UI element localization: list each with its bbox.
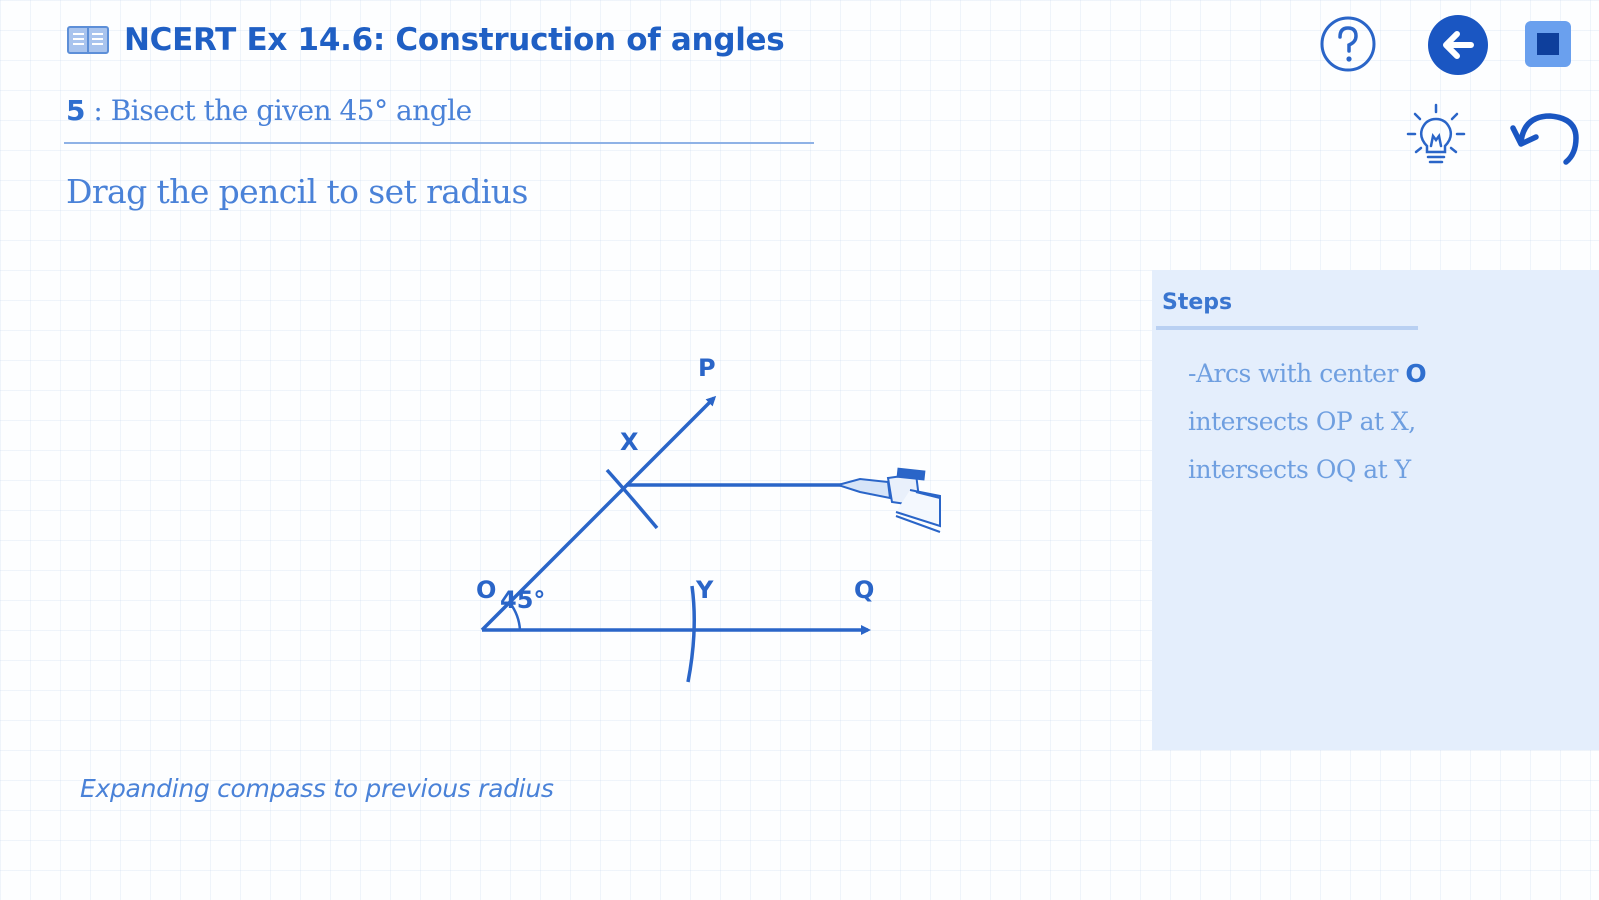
steps-line-1-center: O [1405,359,1427,388]
page-title: NCERT Ex 14.6: Construction of angles [124,22,785,58]
steps-line-2: intersects OP at X, [1188,407,1416,436]
undo-icon [1510,113,1579,165]
label-x: X [620,428,639,456]
lightbulb-icon [1406,103,1466,164]
step-description: : Bisect the given 45° angle [84,94,472,127]
steps-content: -Arcs with center O intersects OP at X, … [1188,350,1588,494]
book-icon [67,26,109,54]
label-o: O [476,576,496,604]
header: NCERT Ex 14.6: Construction of angles [66,22,785,58]
steps-underline [1156,326,1418,330]
stop-square-icon [1525,21,1571,67]
stop-button[interactable] [1523,19,1573,69]
steps-line-3: intersects OQ at Y [1188,455,1411,484]
arrow-left-icon [1428,15,1488,75]
ray-op [480,395,717,632]
undo-button[interactable] [1510,106,1582,168]
label-q: Q [854,576,874,604]
arc-x [605,468,659,530]
pencil-icon[interactable] [834,467,941,533]
angle-arc [508,602,522,631]
label-angle: 45° [500,586,545,614]
instruction-text: Drag the pencil to set radius [66,172,528,211]
step-subtitle: 5 : Bisect the given 45° angle [66,94,472,127]
arc-y [686,585,696,683]
steps-heading: Steps [1162,290,1233,315]
help-button[interactable] [1318,14,1378,74]
step-number: 5 [66,94,85,127]
label-p: P [698,354,716,382]
steps-line-1-text: -Arcs with center [1188,359,1406,388]
header-divider [64,142,814,144]
steps-line-1: -Arcs with center O [1188,350,1588,398]
steps-panel: Steps -Arcs with center O intersects OP … [1152,270,1599,750]
hint-button[interactable] [1405,102,1467,168]
status-message: Expanding compass to previous radius [80,774,554,803]
label-y: Y [695,576,714,604]
construction-canvas: P X O 45° Y Q [476,354,941,683]
back-button[interactable] [1427,14,1489,76]
question-mark-icon [1320,16,1376,72]
